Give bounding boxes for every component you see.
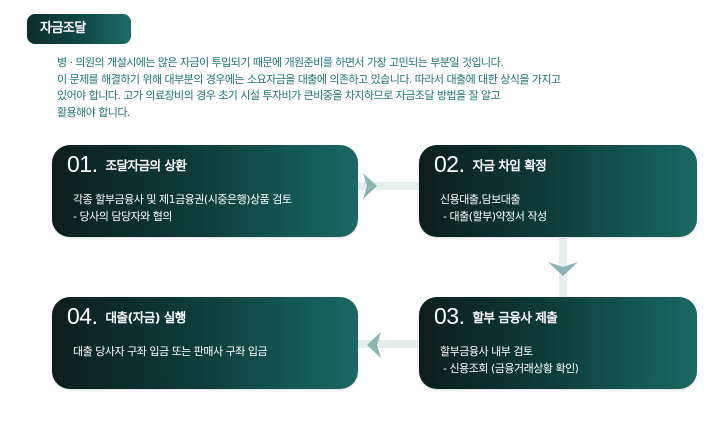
step-line: 대출 당사자 구좌 입금 또는 판매사 구좌 입금 [73,345,268,358]
intro-line: 이 문제를 해결하기 위해 대부분의 경우에는 소요자금을 대출에 의존하고 있… [57,72,561,86]
step-title: 자금 차입 확정 [472,158,547,173]
step-header: 01. 조달자금의 상환 [67,151,187,178]
step-description: 각종 할부금융사 및 제1금융권(시중은행)상품 검토 - 당사의 담당자와 협… [73,191,292,225]
step-card-4: 04. 대출(자금) 실행 대출 당사자 구좌 입금 또는 판매사 구좌 입금 [52,297,358,389]
step-title: 대출(자금) 실행 [105,310,186,325]
step-description: 대출 당사자 구좌 입금 또는 판매사 구좌 입금 [73,343,268,360]
step-header: 04. 대출(자금) 실행 [67,303,186,330]
step-description: 신용대출,담보대출 - 대출(할부)약정서 작성 [440,191,547,225]
step-line: - 대출(할부)약정서 작성 [440,210,547,223]
step-card-2: 02. 자금 차입 확정 신용대출,담보대출 - 대출(할부)약정서 작성 [419,145,697,237]
step-card-3: 03. 할부 금융사 제출 할부금융사 내부 검토 - 신용조회 (금융거래상황 … [419,297,697,389]
arrow-left-icon [367,332,381,358]
arrow-down-icon [548,262,578,276]
step-line: 각종 할부금융사 및 제1금융권(시중은행)상품 검토 [73,193,292,206]
section-title: 자금조달 [27,14,131,44]
step-line: - 신용조회 (금융거래상황 확인) [440,362,579,375]
intro-line: 있어야 합니다. 고가 의료장비의 경우 초기 시설 투자비가 큰비중을 차지하… [57,89,501,102]
step-title: 할부 금융사 제출 [472,310,558,325]
step-header: 02. 자금 차입 확정 [434,151,547,178]
step-header: 03. 할부 금융사 제출 [434,303,558,330]
step-number: 01. [67,151,98,177]
step-card-1: 01. 조달자금의 상환 각종 할부금융사 및 제1금융권(시중은행)상품 검토 … [52,145,358,237]
intro-line: 활용해야 합니다. [57,105,130,119]
step-line: - 당사의 담당자와 협의 [73,210,173,223]
intro-line: 병 · 의원의 개설시에는 많은 자금이 투입되기 때문에 개원준비를 하면서 … [57,56,504,69]
step-line: 신용대출,담보대출 [440,193,520,206]
step-title: 조달자금의 상환 [105,158,187,173]
step-number: 03. [434,303,465,329]
step-line: 할부금융사 내부 검토 [440,345,533,358]
step-description: 할부금융사 내부 검토 - 신용조회 (금융거래상황 확인) [440,343,579,377]
step-number: 04. [67,303,98,329]
intro-text: 병 · 의원의 개설시에는 많은 자금이 투입되기 때문에 개원준비를 하면서 … [57,55,707,121]
connector-line [355,340,421,348]
step-number: 02. [434,151,465,177]
connector-line [357,182,421,190]
arrow-right-icon [363,173,377,199]
